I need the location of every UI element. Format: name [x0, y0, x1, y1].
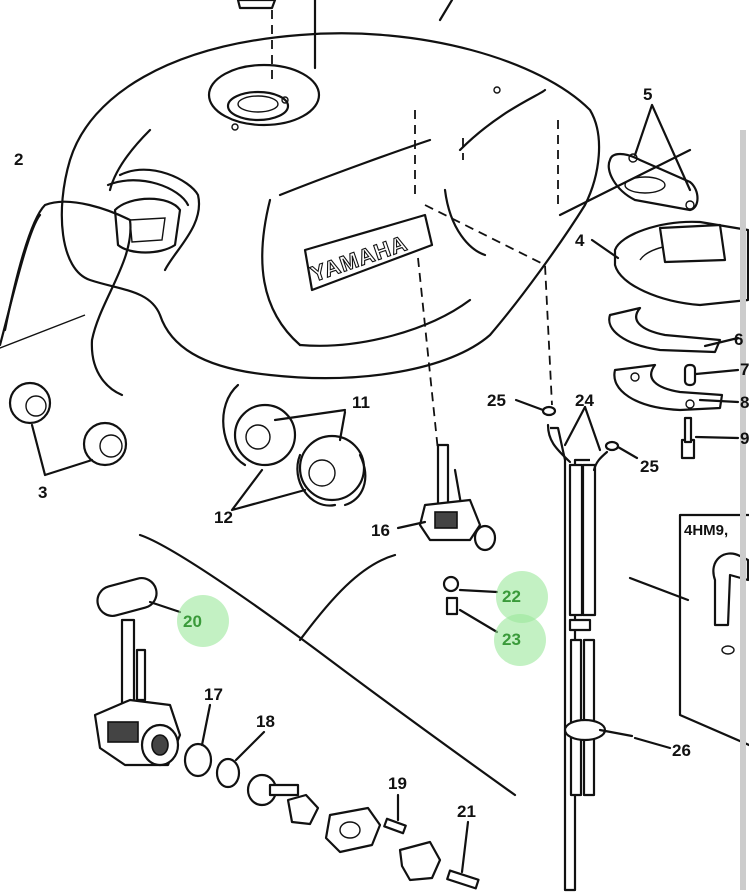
callout-23[interactable]: 23 — [502, 630, 521, 649]
callout-25-upper[interactable]: 25 — [487, 391, 506, 410]
variant-divider — [138, 533, 517, 797]
callout-18[interactable]: 18 — [256, 712, 275, 731]
part-25-clips — [514, 398, 639, 460]
part-17-washer — [183, 703, 213, 778]
callout-6[interactable]: 6 — [734, 330, 743, 349]
callout-9[interactable]: 9 — [740, 429, 749, 448]
inset-variant-box: 4HM9, — [678, 513, 749, 747]
highlight-20 — [177, 595, 229, 647]
callout-19[interactable]: 19 — [388, 774, 407, 793]
callout-22[interactable]: 22 — [502, 587, 521, 606]
alt-fuel-cock — [93, 618, 182, 767]
part-6-plate — [608, 306, 740, 354]
part-24-hoses — [546, 405, 690, 892]
part-4-seat-lock — [590, 220, 749, 307]
scrollbar-track[interactable] — [740, 130, 746, 890]
callout-24[interactable]: 24 — [575, 391, 594, 410]
part-19-screw — [324, 793, 407, 854]
callout-26[interactable]: 26 — [672, 741, 691, 760]
callout-20[interactable]: 20 — [183, 612, 202, 631]
callout-labels: 2 3 4 5 6 7 8 9 11 12 16 17 18 19 20 21 … — [14, 85, 749, 821]
part-3-grommets — [8, 381, 128, 477]
callout-11[interactable]: 11 — [352, 393, 370, 412]
part-9-bolt — [680, 416, 740, 460]
callout-7[interactable]: 7 — [740, 360, 749, 379]
part-7-pin — [683, 363, 740, 387]
part-5-bracket — [558, 103, 699, 217]
highlight-22 — [496, 571, 548, 623]
part-2-grab-rail — [0, 168, 201, 397]
callout-8[interactable]: 8 — [740, 393, 749, 412]
callout-12[interactable]: 12 — [214, 508, 233, 527]
leader-dashes — [271, 10, 559, 471]
part-11-dampers — [222, 383, 367, 512]
callout-17[interactable]: 17 — [204, 685, 223, 704]
callout-4[interactable]: 4 — [575, 231, 585, 250]
part-16-fuel-cock — [396, 443, 499, 634]
callout-3[interactable]: 3 — [38, 483, 47, 502]
callout-25-lower[interactable]: 25 — [640, 457, 659, 476]
part-20-o-ring — [96, 577, 182, 617]
inset-code: 4HM9, — [684, 522, 728, 539]
callout-21[interactable]: 21 — [457, 802, 476, 821]
highlight-23 — [494, 614, 546, 666]
part-21-screw — [398, 820, 480, 890]
callout-2[interactable]: 2 — [14, 150, 23, 169]
fuel-tank: YAMAHA — [60, 0, 601, 380]
part-18-gasket — [215, 730, 266, 789]
part-8-plate — [613, 363, 740, 412]
callout-5[interactable]: 5 — [643, 85, 652, 104]
lever-knob — [246, 773, 320, 826]
callout-16[interactable]: 16 — [371, 521, 390, 540]
